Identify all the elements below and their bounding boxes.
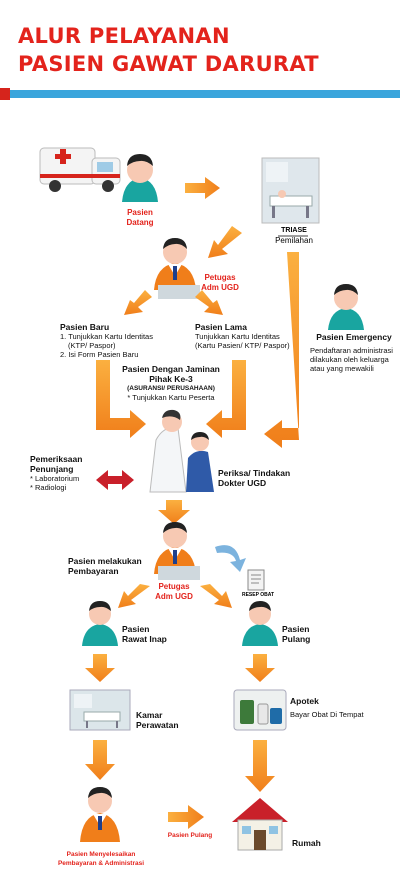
- triase-label: TRIASE Pemilahan: [275, 227, 313, 245]
- admin-staff-icon-2: [154, 522, 200, 580]
- pasien-lama-block: Pasien Lama Tunjukkan Kartu Identitas (K…: [195, 322, 290, 350]
- arrow-pulang-to-rumah: [168, 805, 204, 829]
- hospital-room-image: [69, 689, 131, 731]
- arrow-triase-to-doctor: [264, 252, 299, 448]
- resep-label: RESEP OBAT: [241, 592, 275, 598]
- arrow-to-rawat-inap: [118, 584, 150, 608]
- curved-arrow-to-resep: [215, 545, 246, 572]
- arrow-to-triase: [185, 177, 220, 199]
- pembayaran-label: Pasien melakukan Pembayaran: [68, 556, 142, 576]
- arrow-baru-to-doctor: [96, 360, 146, 438]
- pulang-label: Pasien Pulang: [282, 624, 311, 644]
- arrow-to-rumah: [245, 740, 275, 792]
- pasien-emergency-block: Pasien Emergency Pendaftaran administras…: [310, 332, 393, 373]
- arrow-doctor-to-admin: [158, 500, 190, 524]
- arrow-to-pulang: [200, 584, 232, 608]
- periksa-label: Periksa/ Tindakan Dokter UGD: [218, 468, 291, 488]
- discharged-patient-icon: [242, 601, 278, 646]
- arrow-to-pasien-baru: [124, 290, 152, 315]
- house-icon: [232, 798, 288, 851]
- admin-staff-icon: [154, 238, 200, 299]
- header-band-accent: [0, 88, 10, 100]
- arrow-triase-to-admin: [208, 226, 242, 258]
- double-arrow-icon: [96, 470, 134, 490]
- pasien-baru-block: Pasien Baru 1. Tunjukkan Kartu Identitas…: [60, 322, 153, 359]
- arrow-lama-to-doctor: [206, 360, 246, 438]
- rawat-inap-label: Pasien Rawat Inap: [122, 624, 167, 644]
- kamar-label: Kamar Perawatan: [136, 710, 179, 730]
- menyelesaikan-label: Pasien Menyelesaikan Pembayaran & Admini…: [57, 851, 145, 867]
- apotek-block: Apotek Bayar Obat Di Tempat: [290, 696, 364, 719]
- jaminan-block: Pasien Dengan Jaminan Pihak Ke-3 (ASURAN…: [122, 364, 220, 402]
- pemeriksaan-block: Pemeriksaan Penunjang * Laboratorium * R…: [30, 454, 83, 492]
- pharmacy-image: [233, 689, 287, 731]
- header-band: [0, 90, 400, 98]
- triase-room-image: [261, 157, 320, 224]
- inpatient-icon: [82, 601, 118, 646]
- arrow-to-apotek: [245, 654, 275, 682]
- arrow-to-pasien-lama: [195, 290, 223, 315]
- patient-icon: [122, 154, 158, 202]
- completing-patient-icon: [80, 787, 120, 842]
- title-line-1: ALUR PELAYANAN: [18, 24, 230, 48]
- prescription-icon: [247, 569, 265, 591]
- ambulance-icon: [39, 147, 121, 192]
- emergency-patient-icon: [328, 284, 364, 330]
- arrow-to-menyelesaikan: [85, 740, 115, 780]
- arrow-to-kamar: [85, 654, 115, 682]
- doctor-examination-icon: [149, 409, 214, 493]
- rumah-label: Rumah: [292, 838, 321, 848]
- pasien-pulang-arrow-label: Pasien Pulang: [167, 832, 213, 839]
- title-line-2: PASIEN GAWAT DARURAT: [18, 52, 319, 76]
